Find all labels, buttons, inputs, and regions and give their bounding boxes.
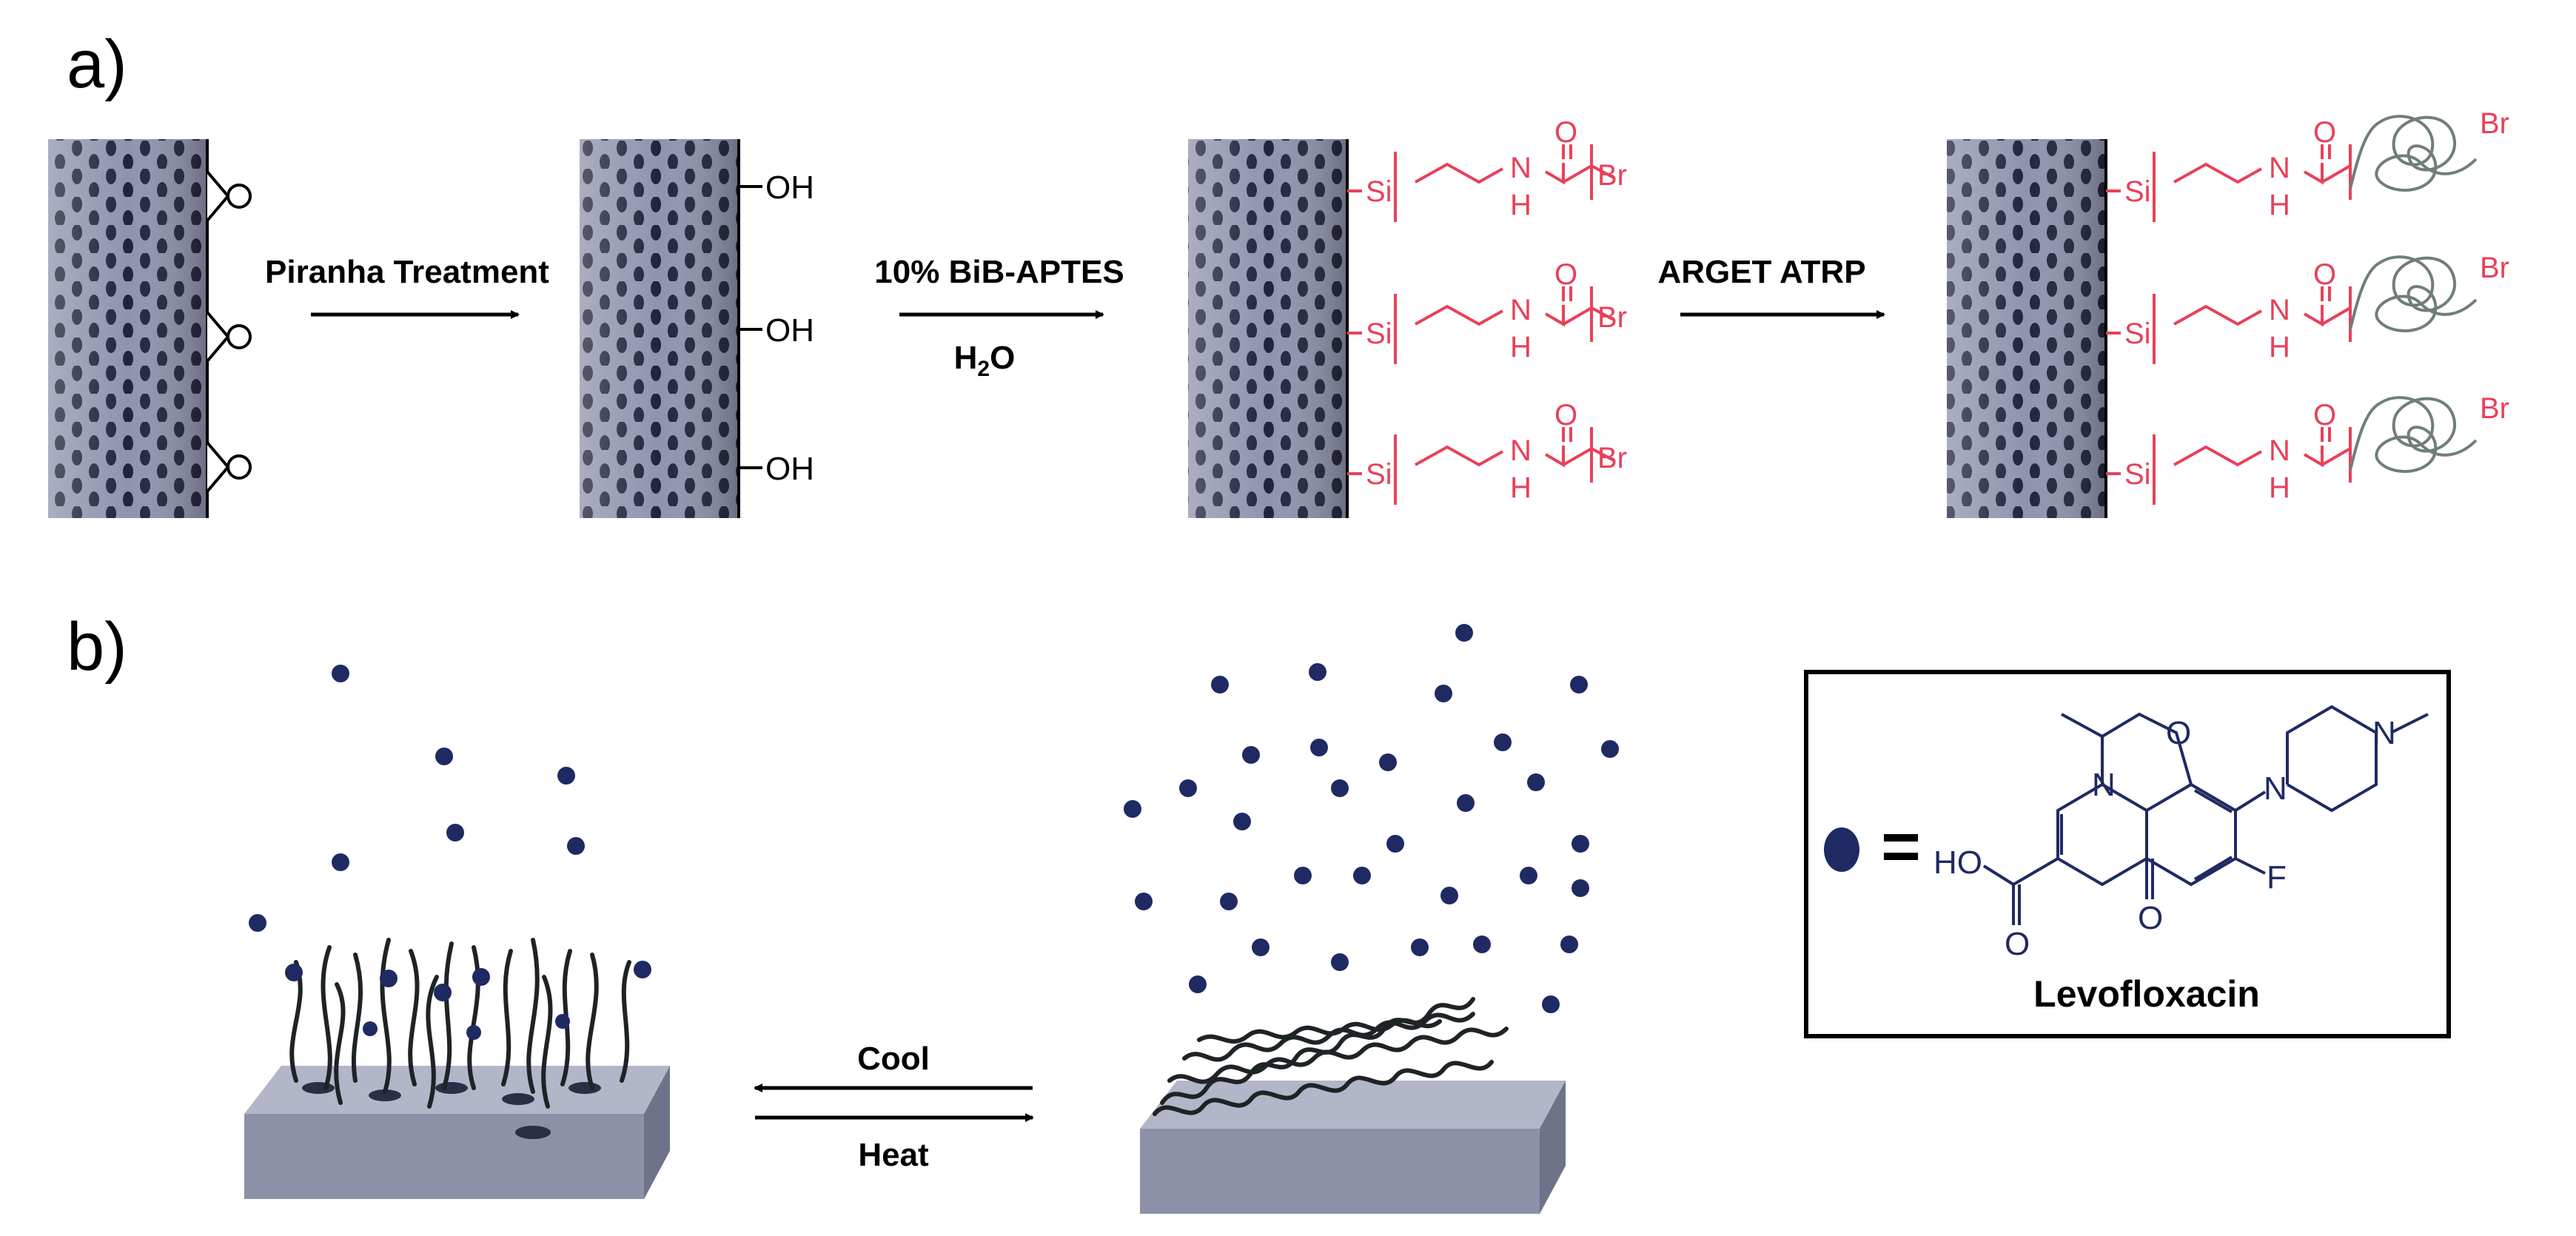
h-label: H [2269,189,2290,221]
o-label: O [2313,399,2336,431]
slab-collapsed [1140,1081,1566,1214]
lev-n-ring: N [2092,767,2116,803]
si-label: Si [2124,318,2151,350]
lev-o-keto: O [2138,900,2163,936]
panel-label-b: b) [67,609,127,685]
levofloxacin-structure [1982,705,2429,925]
br-label: Br [1597,159,1627,192]
step3-label: ARGET ATRP [1657,254,1865,290]
legend-dot [1824,827,1859,872]
step1-label: Piranha Treatment [265,254,549,290]
levofloxacin-labels: O N N N F HO O O [1933,715,2396,962]
step2-solvent: H2O [954,340,1016,381]
linker-chains-membrane-3 [1347,144,1614,505]
membrane-grafted [1947,139,2107,518]
heat-label: Heat [858,1137,929,1173]
hydroxyl-label-1: OH [765,169,814,206]
polymer-brush-collapsed [1153,997,1509,1116]
si-label: Si [2124,458,2151,491]
o-label: O [2313,116,2336,149]
n-label: N [2269,434,2290,467]
lev-ho: HO [1933,844,1982,881]
o-label: O [1554,399,1577,431]
h-label: H [1510,331,1532,363]
lev-n-pip2: N [2372,715,2396,751]
polymer-coil [2349,396,2478,473]
linker-chains-membrane-4 [2106,144,2352,505]
slab-extended [244,1066,670,1199]
step2-label: 10% BiB-APTES [874,254,1124,290]
linker-labels-membrane-3: Si N H O Br Si N H O Br Si N H O Br [1366,116,1627,504]
br-end-label: Br [2480,107,2509,140]
cool-label: Cool [857,1041,930,1077]
legend-equals: = [1881,809,1921,884]
membrane-bare [48,139,209,518]
hydroxyl-label-2: OH [765,312,814,349]
o-label: O [1554,116,1577,149]
epoxide-groups [206,170,252,493]
br-label: Br [1597,301,1627,334]
si-label: Si [1366,318,1392,350]
hydroxyl-label-3: OH [765,451,814,487]
membrane-hydroxylated [580,139,762,518]
o-label: O [1554,258,1577,291]
lev-o-acid: O [2005,926,2030,962]
br-end-label: Br [2480,252,2509,284]
lev-n-pip1: N [2264,770,2287,807]
h-label: H [2269,471,2290,504]
linker-labels-membrane-4: Si N H O Si N H O Si N H O [2124,116,2336,504]
polymer-coil [2349,115,2478,192]
o-label: O [2313,258,2336,291]
n-label: N [2269,152,2290,184]
br-end-label: Br [2480,392,2509,425]
n-label: N [2269,294,2290,326]
br-label: Br [1597,442,1627,474]
polymer-brush-extended [289,938,631,1109]
si-label: Si [2124,175,2151,208]
h-label: H [1510,189,1532,221]
h-label: H [2269,331,2290,363]
h-label: H [1510,471,1532,504]
drug-dots [249,624,1619,1040]
lev-o-ring: O [2166,715,2191,751]
lev-f: F [2267,859,2287,896]
polymer-coils [2349,115,2478,473]
polymer-coil [2349,255,2478,332]
n-label: N [1510,434,1532,467]
si-label: Si [1366,175,1392,208]
si-label: Si [1366,458,1392,491]
legend-drug-name: Levofloxacin [2033,973,2260,1015]
legend-box [1804,670,2451,1038]
n-label: N [1510,152,1532,184]
panel-label-a: a) [67,27,127,102]
n-label: N [1510,294,1532,326]
membrane-initiator [1188,139,1349,518]
